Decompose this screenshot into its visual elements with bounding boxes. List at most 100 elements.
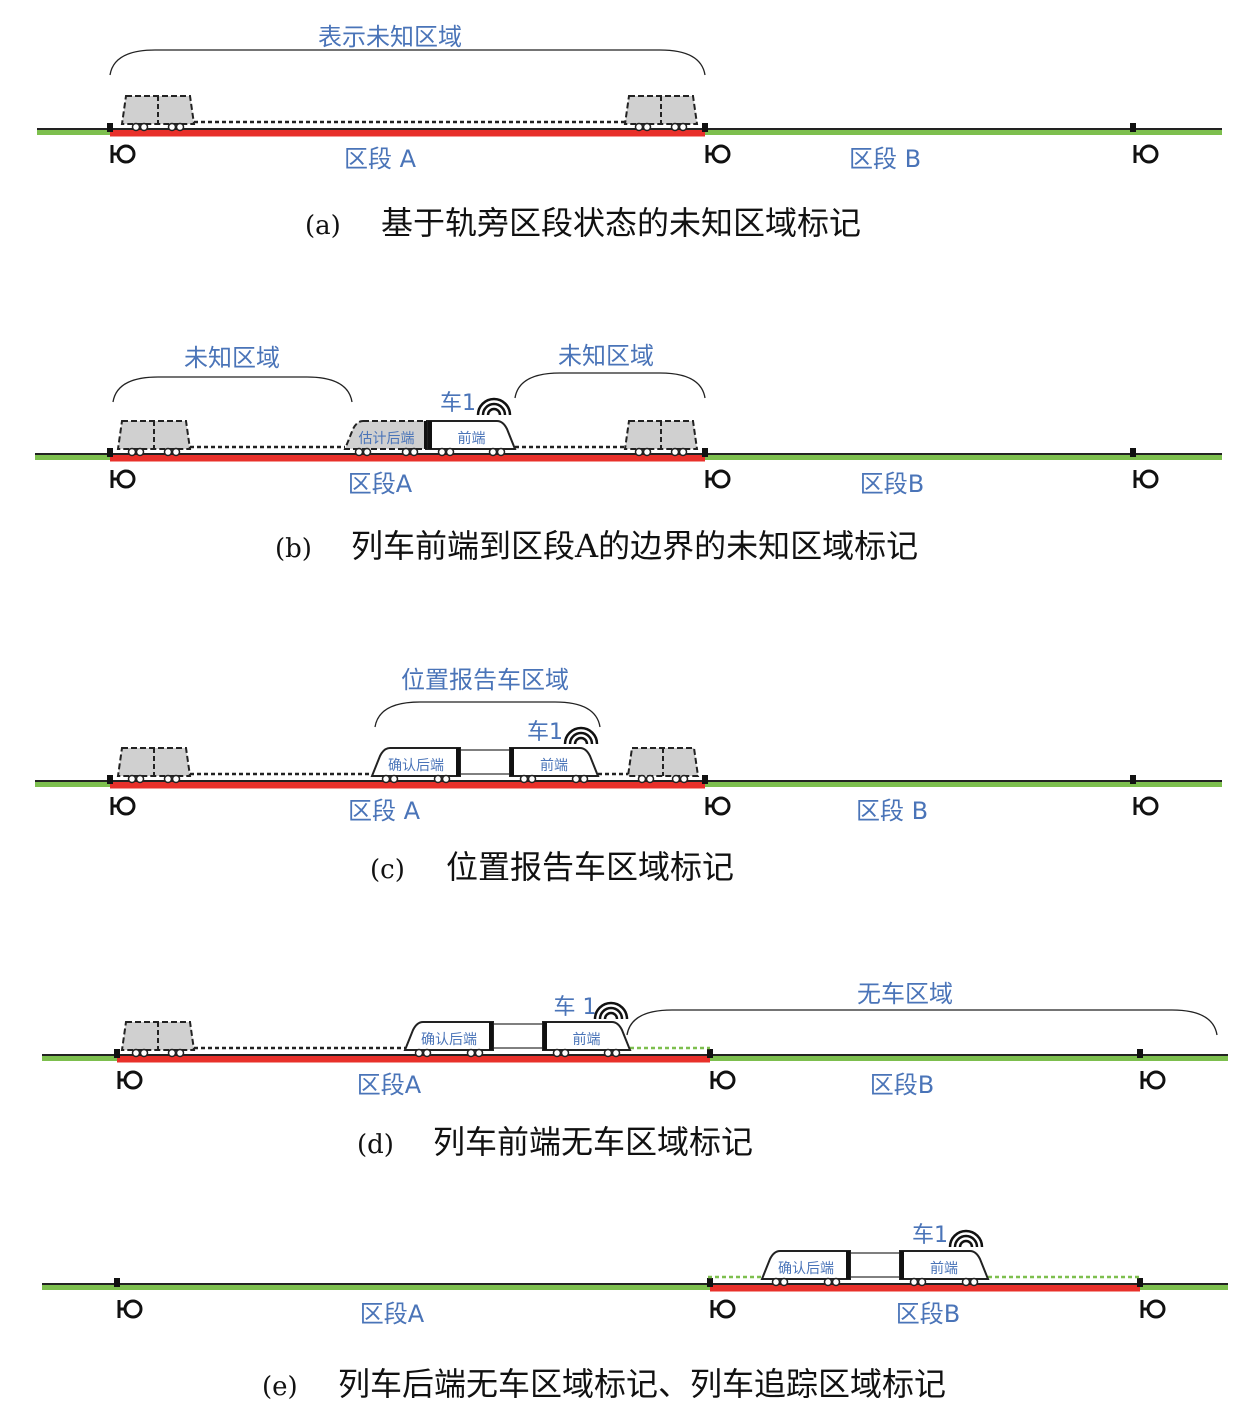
wheel (127, 447, 137, 457)
train-car (899, 1250, 990, 1280)
caption-tag: (e) (262, 1372, 298, 1402)
wireless-icon (573, 736, 589, 745)
wheel (409, 447, 419, 457)
wheel (779, 1277, 789, 1287)
wheel (163, 447, 173, 457)
car-end (510, 748, 514, 776)
wheel (362, 447, 372, 457)
wheel (414, 1048, 424, 1058)
train-label: 车1 (527, 720, 563, 745)
wireless-icon (598, 1006, 624, 1020)
coupler (459, 749, 511, 775)
section-a-label: 区段A (348, 470, 413, 498)
wheel (175, 1048, 185, 1058)
wheel (466, 1048, 476, 1058)
wheel (552, 1048, 562, 1058)
wheel (441, 774, 451, 784)
front-label: 前端 (573, 1031, 601, 1048)
wheel (389, 774, 399, 784)
block-joint (707, 1278, 713, 1287)
signal-icon (116, 144, 136, 164)
region-label: 表示未知区域 (318, 23, 462, 51)
section-b-label: 区段 B (856, 797, 928, 825)
block-joint (114, 1278, 120, 1287)
section-a-label: 区段A (360, 1300, 425, 1328)
wireless-icon (481, 402, 507, 416)
signal-icon (711, 144, 731, 164)
region-label: 位置报告车区域 (401, 666, 569, 694)
region-label: 无车区域 (857, 980, 953, 1008)
coupler (492, 1023, 544, 1049)
wheel (519, 774, 529, 784)
block-joint (1130, 775, 1136, 784)
section-b-label: 区段B (896, 1300, 960, 1328)
region-label: 未知区域 (184, 344, 280, 372)
region-label: 未知区域 (558, 342, 654, 370)
wheel (909, 1277, 919, 1287)
front-label: 前端 (930, 1260, 958, 1277)
caption-tag: (d) (357, 1130, 394, 1160)
coupler (849, 1252, 901, 1278)
section-b-label: 区段 B (849, 145, 921, 173)
wheel (131, 122, 141, 132)
block-joint (107, 448, 113, 457)
rear-label: 确认后端 (421, 1032, 477, 1048)
car-end (456, 748, 460, 776)
car-end (543, 1022, 547, 1050)
signal-icon (716, 1299, 736, 1319)
ghost-train-car (116, 420, 192, 450)
wheel (579, 774, 589, 784)
wheel (831, 1277, 841, 1287)
section-a-label: 区段A (357, 1071, 422, 1099)
signal-icon (716, 1070, 736, 1090)
region-brace (112, 376, 353, 403)
wheel (642, 122, 652, 132)
caption-text: 列车前端到区段A的边界的未知区域标记 (351, 527, 918, 565)
wheel (823, 1277, 833, 1287)
wireless-icon (476, 397, 512, 416)
train-car (370, 747, 461, 777)
wheel (678, 447, 688, 457)
train-car (509, 747, 600, 777)
wireless-icon (948, 1229, 984, 1248)
section-a-label: 区段 A (348, 797, 421, 825)
wheel (969, 1277, 979, 1287)
signal-icon (711, 469, 731, 489)
train-car (542, 1021, 632, 1051)
train-label: 车1 (440, 391, 476, 416)
ghost-train-car (623, 420, 699, 450)
block-joint (114, 1049, 120, 1058)
wheel (645, 774, 655, 784)
signal-icon (1146, 1299, 1166, 1319)
wheel (474, 1048, 484, 1058)
rear-label: 估计后端 (359, 431, 415, 447)
wheel (634, 122, 644, 132)
ghost-train-car (626, 747, 700, 777)
wheel (422, 1048, 432, 1058)
signal-icon (1139, 469, 1159, 489)
wheel (560, 1048, 570, 1058)
caption-tag: (a) (305, 211, 341, 241)
wheel (445, 447, 455, 457)
wheel (131, 1048, 141, 1058)
block-joint (702, 123, 708, 132)
caption-tag: (b) (275, 534, 312, 564)
wheel (670, 122, 680, 132)
wheel (135, 447, 145, 457)
signal-icon (116, 469, 136, 489)
wheel (433, 774, 443, 784)
rear-label: 确认后端 (388, 758, 444, 774)
signal-icon (123, 1070, 143, 1090)
wheel (678, 122, 688, 132)
block-joint (107, 775, 113, 784)
signal-icon (1139, 144, 1159, 164)
block-joint (702, 448, 708, 457)
wireless-icon (603, 1011, 619, 1020)
caption-text: 列车前端无车区域标记 (433, 1123, 753, 1161)
wireless-icon (568, 731, 594, 745)
signal-icon (116, 796, 136, 816)
section-a-label: 区段 A (344, 145, 417, 173)
